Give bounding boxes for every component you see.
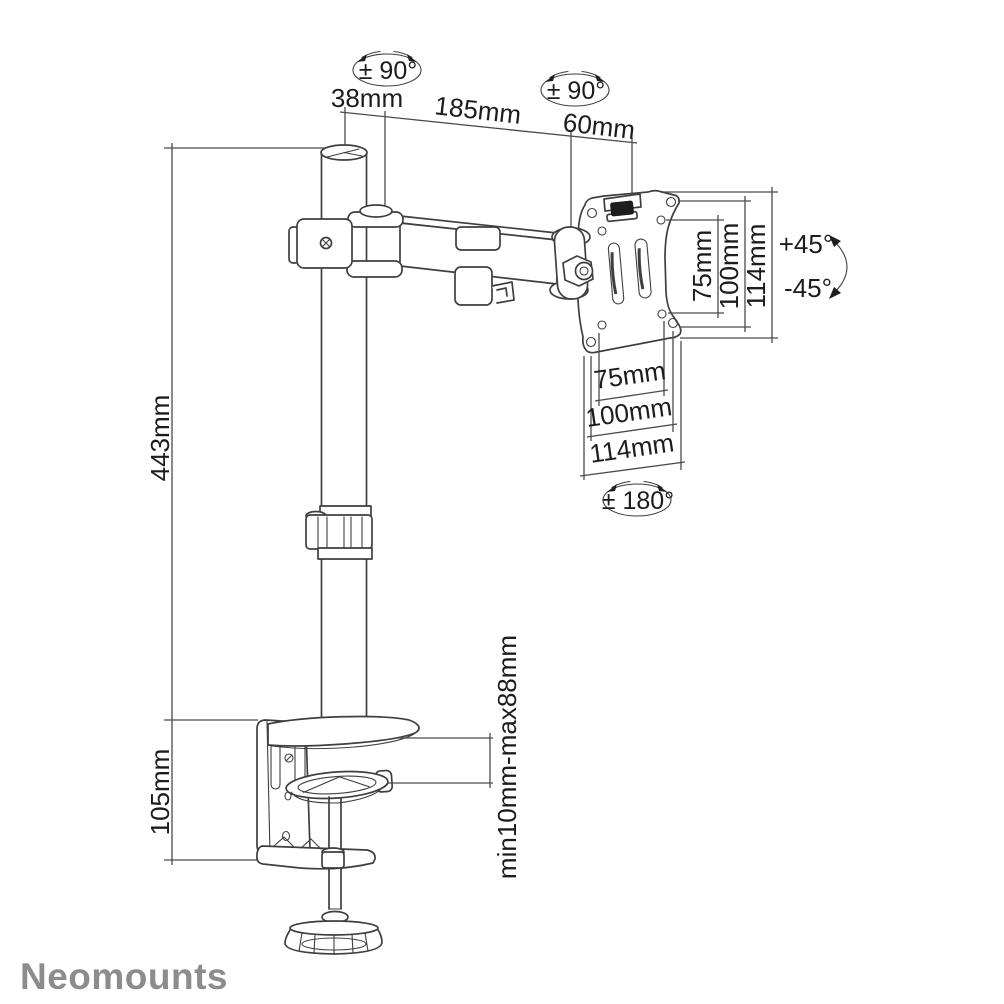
- bracket-hole: [284, 753, 294, 763]
- foot-gussets: [273, 836, 322, 850]
- clamp-pad: [285, 769, 394, 804]
- arm-swivel-label: ± 90°: [547, 77, 605, 105]
- dimension-desk-thickness: min10mm-max88mm: [387, 635, 522, 879]
- vesa-inner-hole: [657, 309, 667, 319]
- clamp-height-label: 105mm: [145, 749, 175, 836]
- vesa-corner-hole: [665, 196, 677, 208]
- vesa-corner-hole: [586, 207, 598, 219]
- vesa-horizontal-114-label: 114mm: [588, 427, 676, 469]
- brand-logo: Neomounts: [20, 956, 228, 997]
- tilt-down-label: -45°: [784, 273, 832, 303]
- bracket-hole: [281, 830, 291, 842]
- plate-rotation-symbol: ± 180°: [602, 480, 674, 517]
- tilt-up-label: +45°: [779, 229, 834, 259]
- mount-column: [305, 144, 373, 720]
- dimension-column-height: 443mm 105mm: [145, 143, 332, 865]
- vesa-corner-hole: [585, 336, 597, 348]
- screw-collar: [321, 851, 345, 869]
- cable-clip-bottom: [454, 266, 493, 306]
- pole-diameter-label: 38mm: [331, 83, 403, 113]
- tilt-arc-arrow: [832, 239, 848, 295]
- knob-ribs: [298, 932, 369, 955]
- vesa-horizontal-75-label: 75mm: [592, 355, 668, 395]
- arm-bottom-hinge: [346, 260, 403, 278]
- vesa-offset-label: 60mm: [561, 107, 636, 145]
- vesa-slot-left: [607, 242, 625, 305]
- clamp-screw-knob: [284, 867, 383, 955]
- dimension-vesa-vertical: 75mm 100mm 114mm: [662, 187, 778, 343]
- desk-thickness-label: min10mm-max88mm: [492, 635, 522, 879]
- vesa-plate-outline: [577, 189, 682, 354]
- column-height-label: 443mm: [145, 395, 175, 482]
- vesa-inner-hole: [597, 226, 607, 236]
- vesa-vertical-114-label: 114mm: [741, 224, 771, 309]
- arm-swivel-symbol: ± 90°: [540, 70, 610, 107]
- cable-hook: [491, 281, 515, 304]
- dimension-vesa-horizontal: 75mm 100mm 114mm: [579, 321, 686, 480]
- support-arm: [288, 204, 594, 306]
- desk-clamp: [256, 715, 420, 955]
- vesa-plate: [577, 189, 682, 354]
- desk-top-plate: [267, 715, 420, 747]
- tilt-annotation: +45° -45°: [779, 229, 848, 303]
- plate-rotation-label: ± 180°: [602, 487, 674, 515]
- vesa-inner-hole: [597, 320, 607, 330]
- column-swivel-symbol: ± 90°: [352, 50, 422, 87]
- vesa-vertical-100-label: 100mm: [714, 223, 744, 310]
- bracket-foot: [256, 845, 376, 870]
- joint-bolt: [574, 261, 594, 281]
- vesa-vertical-75-label: 75mm: [687, 230, 717, 302]
- arm-length-label: 185mm: [433, 90, 523, 130]
- vesa-slot-right: [634, 238, 652, 299]
- vesa-thumbscrew: [603, 193, 642, 223]
- vesa-corner-hole: [667, 317, 679, 329]
- column-collar-ring: [305, 505, 373, 560]
- cable-clip-top: [455, 226, 501, 251]
- column-swivel-label: ± 90°: [359, 57, 417, 85]
- vesa-inner-hole: [656, 215, 666, 225]
